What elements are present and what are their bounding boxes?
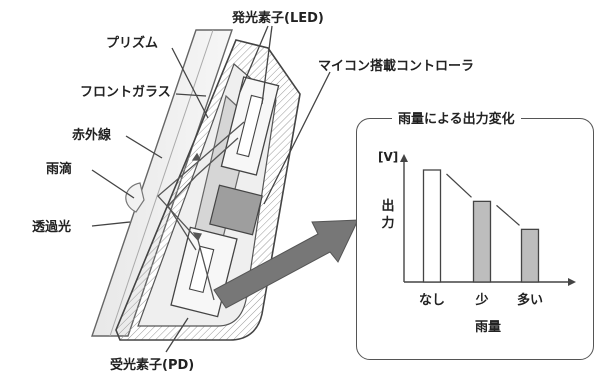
controller-label: マイコン搭載コントローラ	[318, 59, 475, 74]
raindrop-label: 雨滴	[46, 162, 73, 177]
pd-label: 受光素子(PD)	[110, 358, 195, 373]
trend-line-1	[446, 173, 472, 198]
infrared-paths	[157, 121, 245, 301]
x-tick-label-2: 少	[474, 292, 488, 308]
trend-line-2	[496, 204, 520, 226]
x-axis-arrowhead	[568, 278, 576, 286]
pd-chip	[188, 245, 215, 294]
windshield-label: フロントガラス	[80, 85, 171, 100]
bar-1	[422, 169, 442, 283]
y-axis-arrowhead	[400, 154, 408, 162]
output-arrow	[213, 219, 359, 309]
x-tick-label-3: 多い	[517, 292, 543, 308]
raindrop-shape	[125, 182, 145, 213]
x-tick-label-1: なし	[419, 293, 445, 308]
transmitted-label: 透過光	[32, 220, 72, 235]
prism-label: プリズム	[106, 36, 159, 51]
led-label: 発光素子(LED)	[232, 11, 324, 26]
led-chip	[236, 94, 264, 158]
infrared-label: 赤外線	[72, 128, 112, 143]
x-axis-title: 雨量	[475, 320, 502, 335]
leader-lines	[91, 25, 331, 353]
bar-2	[472, 200, 492, 283]
bar-3	[520, 228, 540, 283]
y-axis-title: 出力	[381, 199, 395, 231]
y-unit-label: [V]	[378, 150, 399, 164]
windshield-inner-line	[109, 29, 214, 337]
controller-block	[209, 184, 263, 236]
chart-panel-title: 雨量による出力変化	[392, 108, 521, 127]
